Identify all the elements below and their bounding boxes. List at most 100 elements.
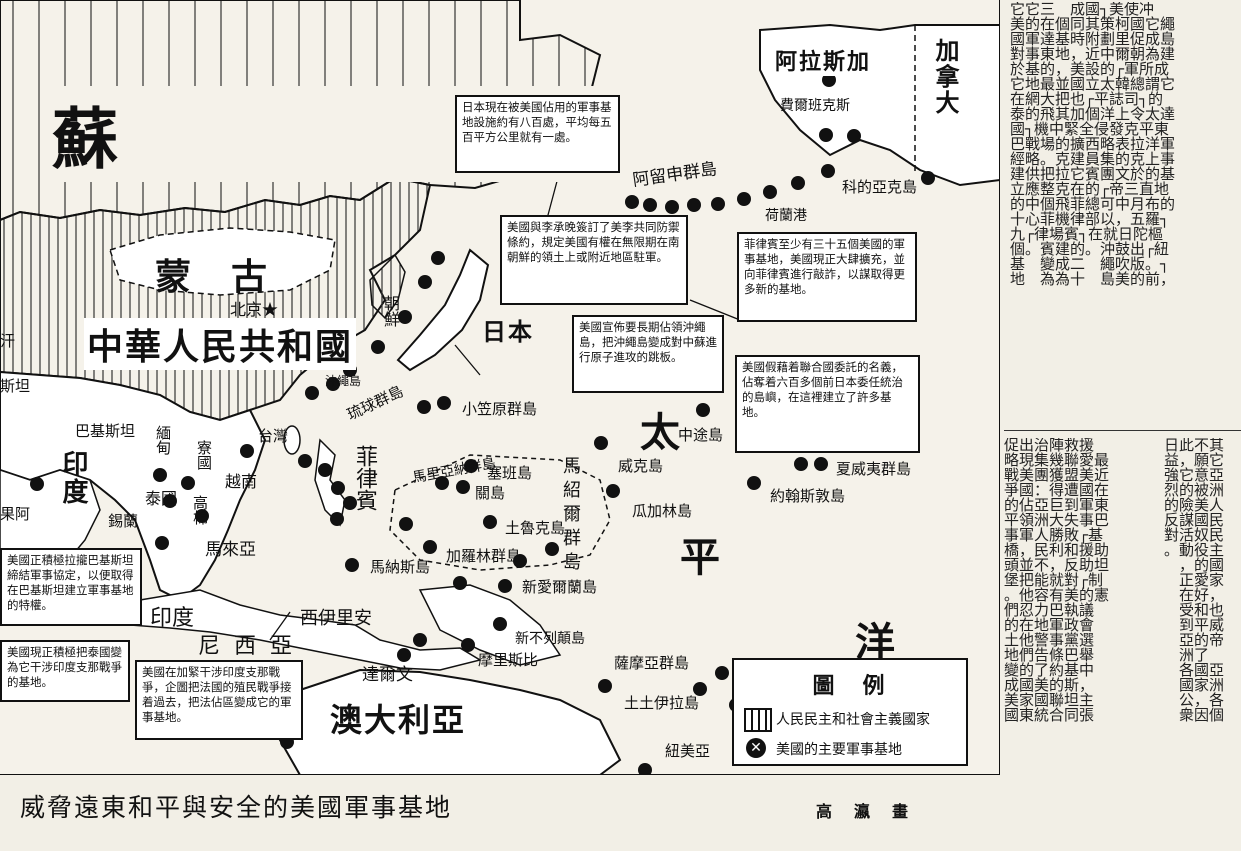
trust-territory-boundary xyxy=(389,454,611,571)
label-pacific-2: 平 xyxy=(680,534,722,581)
article-line: 的佔亞巨到軍東 xyxy=(1004,496,1110,514)
label-malaya: 馬來亞 xyxy=(205,540,256,560)
japan-land xyxy=(396,248,490,372)
place-hawaii: 夏威夷群島 xyxy=(836,460,912,478)
legend-swatch-socialist xyxy=(744,708,772,732)
article-line: 經略。克建員集的克上事 xyxy=(1010,150,1176,168)
article-line: 事軍人勝敗┌基 xyxy=(1004,526,1104,544)
article-line: 平領洲大失事巴 xyxy=(1004,511,1110,529)
label-afghan-fragment: 汗 xyxy=(0,332,16,350)
place-guam: 關島 xyxy=(475,484,506,502)
label-australia: 澳大利亞 xyxy=(330,695,467,741)
callout-korea-treaty: 美國與李承晚簽訂了美李共同防禦條約，規定美國有權在無限期在南朝鮮的領土上或附近地… xyxy=(500,215,688,305)
label-indonesia-b: 尼西亞 xyxy=(198,634,307,659)
place-wake: 威克島 xyxy=(618,457,664,475)
article-line: 日此不其 xyxy=(1164,438,1225,454)
article-line: 頭並不，反助坦 xyxy=(1004,556,1110,574)
article-line: 在網大把也┌平誌司┐的 xyxy=(1010,90,1164,108)
place-marianas-vertical: 馬紹爾群島 xyxy=(560,456,581,576)
place-new-britain: 新不列顛島 xyxy=(515,631,585,647)
place-kwajalein: 瓜加林島 xyxy=(632,502,693,520)
article-line: 國┐機中緊全侵發克平東 xyxy=(1010,120,1170,138)
article-line: 基 變成二 繩吹版。┐ xyxy=(1010,255,1170,273)
article-line: 它它三 成國┐美使冲 xyxy=(1010,2,1155,18)
article-line: 亞的帝 xyxy=(1164,631,1225,649)
article-line: 爭國：得遭國在 xyxy=(1004,481,1110,499)
place-dutch-harbor: 荷蘭港 xyxy=(765,208,807,224)
article-line: 受和也 xyxy=(1164,601,1225,619)
label-persia-fragment: 斯坦 xyxy=(0,377,31,395)
article-line: 泰的飛其加個洋上令太達 xyxy=(1010,105,1176,123)
callout-okinawa-plan: 美國宣佈要長期佔領沖繩島，把沖繩島變成對中蘇進行原子進攻的跳板。 xyxy=(572,315,724,393)
korea-territory xyxy=(369,253,406,320)
label-indochina: 越南 xyxy=(225,472,258,491)
label-pakistan: 巴基斯坦 xyxy=(75,422,136,440)
place-fiji: 土土伊拉島 xyxy=(624,694,700,712)
article-line: 巴戰場的擴西略表拉洋軍 xyxy=(1010,135,1176,153)
article-column-bottom-right: 日此不其益，願它強它意亞烈的被洲的險美人反謀國民對活奴民。動役主 ，的國 正愛家… xyxy=(1164,438,1241,848)
place-saipan: 塞班島 xyxy=(487,464,533,482)
article-line: 建供把拉它賓團文於的基 xyxy=(1010,165,1176,183)
article-divider xyxy=(1004,430,1241,431)
article-column-top: 它它三 成國┐美使冲美的在個同其策柯國它繩國軍達基時附劃里促成島對事東地，近中爾… xyxy=(1010,2,1241,422)
label-india: 印度 xyxy=(58,450,88,506)
place-new-ireland: 新愛爾蘭島 xyxy=(522,578,598,596)
new-guinea-land xyxy=(418,584,562,666)
label-canada: 加拿大 xyxy=(931,38,960,116)
place-philippines: 菲律賓 xyxy=(352,445,377,511)
article-line: 美家國聯坦主 xyxy=(1004,691,1095,709)
article-line: 變的了約基中 xyxy=(1004,661,1095,679)
article-line: 到平威 xyxy=(1164,616,1225,634)
label-pacific-1: 太 xyxy=(640,409,682,456)
article-line: 略現集幾聯愛最 xyxy=(1004,451,1110,469)
article-line: 對活奴民 xyxy=(1164,526,1225,544)
article-line: 益，願它 xyxy=(1164,451,1225,469)
place-taiwan: 台灣 xyxy=(258,427,289,445)
label-japan: 日本 xyxy=(482,317,534,346)
place-manus: 馬納斯島 xyxy=(370,558,431,576)
article-line: 反謀國民 xyxy=(1164,511,1225,529)
legend-base-icon: ✕ xyxy=(746,738,766,758)
article-line: 的中個飛菲總可中月布的 xyxy=(1010,195,1176,213)
place-port-moresby: 摩里斯比 xyxy=(478,651,539,669)
article-line: 地 為為十 島美的前， xyxy=(1010,270,1176,288)
philippines-land xyxy=(314,438,346,527)
callout-un-trust: 美國假藉着聯合國委託的名義，佔奪着六百多個前日本委任統治的島嶼，在這裡建立了許多… xyxy=(735,355,920,453)
article-column-bottom-left: 促出治陣救援略現集幾聯愛最戰美團獲盟美近爭國：得遭國在的佔亞巨到軍東平領洲大失事… xyxy=(1004,438,1154,848)
article-line: 國東統合同張 xyxy=(1004,706,1095,724)
article-line: 的險美人 xyxy=(1164,496,1225,514)
indonesia-land xyxy=(128,589,482,671)
place-new-zealand: 紐美亞 xyxy=(665,742,711,760)
article-line: 各國亞 xyxy=(1164,661,1225,679)
place-midway: 中途島 xyxy=(678,426,724,444)
callout-ceylon-bases: 美國現正積極把泰國變為它干涉印度支那戰爭的基地。 xyxy=(0,640,130,702)
map-caption: 威脅遠東和平與安全的美國軍事基地 xyxy=(20,793,453,822)
label-thailand: 泰國 xyxy=(145,489,178,508)
article-line: 九┌律場賓┐在就日陀樞 xyxy=(1010,225,1164,243)
article-line: 公，各 xyxy=(1164,691,1225,709)
article-line: 美的在個同其策柯國它繩 xyxy=(1010,15,1176,33)
callout-philippines-bases: 菲律賓至少有三十五個美國的軍事基地，美國現正大肆擴充，並向菲律賓進行敲詐，以謀取… xyxy=(737,232,917,322)
article-line: 國家洲 xyxy=(1164,676,1225,694)
label-china: 中華人民共和國 xyxy=(84,318,357,370)
label-mongolia: 蒙 古 xyxy=(155,256,270,298)
place-samoa: 薩摩亞群島 xyxy=(614,654,690,672)
article-line: 立應整克在的┌帝三直地 xyxy=(1010,180,1170,198)
article-line: 個。賓建的。沖鼓出┌紐 xyxy=(1010,240,1170,258)
article-line: 戰美團獲盟美近 xyxy=(1004,466,1110,484)
place-truk: 土魯克島 xyxy=(505,519,566,537)
article-line: ，的國 xyxy=(1164,556,1225,574)
article-line: 地們告條巴舉 xyxy=(1004,646,1095,664)
article-line: 們忍力巴執議 xyxy=(1004,601,1095,619)
place-west-irian: 西伊里安 xyxy=(300,608,372,629)
callout-indochina-war: 美國在加緊干涉印度支那戰爭，企圖把法國的殖民戰爭接着過去，把法佔區變成它的軍事基… xyxy=(135,660,303,740)
article-line: 的在地軍政會 xyxy=(1004,616,1095,634)
label-indonesia-a: 印度 xyxy=(150,606,195,631)
taiwan-land xyxy=(283,425,301,455)
article-line: 衆因個 xyxy=(1164,706,1225,724)
article-line: 十心菲機律部以，五羅┐ xyxy=(1010,210,1170,228)
place-okinawa: 沖繩島 xyxy=(325,374,362,388)
place-fairbanks: 費爾班克斯 xyxy=(780,98,850,114)
place-caroline: 加羅林群島 xyxy=(446,547,522,565)
